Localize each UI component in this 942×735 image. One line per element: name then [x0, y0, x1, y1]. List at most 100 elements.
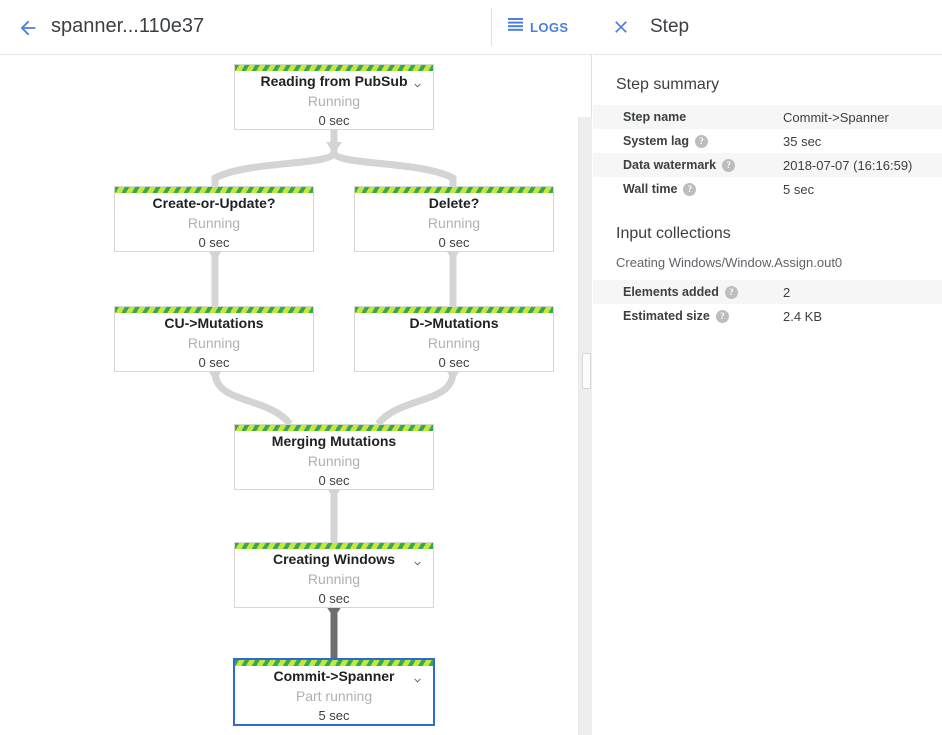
node-status-stripe [355, 187, 553, 193]
table-row: Step name Commit->Spanner [593, 105, 942, 129]
input-collections-heading: Input collections [616, 225, 731, 242]
job-graph-header: spanner...110e37 LOGS [0, 0, 592, 55]
table-row: Estimated size?2.4 KB [593, 304, 942, 328]
node-elapsed-time: 0 sec [318, 473, 350, 488]
graph-vertical-scrollbar[interactable] [578, 117, 592, 735]
node-title: Reading from PubSub [260, 73, 408, 89]
table-row: Data watermark?2018-07-07 (16:16:59) [593, 153, 942, 177]
node-status: Running [187, 215, 241, 231]
node-status-stripe [235, 543, 433, 549]
row-key-label: Elements added [623, 285, 719, 299]
step-summary-heading: Step summary [616, 76, 720, 93]
chevron-down-icon[interactable] [409, 672, 425, 688]
node-status: Running [307, 571, 361, 587]
node-status: Part running [295, 688, 373, 704]
node-elapsed-time: 0 sec [438, 355, 470, 370]
node-title: D->Mutations [409, 315, 499, 331]
step-panel-title: Step [650, 16, 690, 37]
row-key-label: Wall time [623, 182, 678, 196]
section-spacer [593, 201, 942, 223]
node-title: CU->Mutations [164, 315, 264, 331]
node-status: Running [307, 93, 361, 109]
row-key: System lag? [623, 134, 783, 148]
help-icon[interactable]: ? [695, 134, 709, 148]
node-status: Running [307, 453, 361, 469]
node-elapsed-time: 0 sec [318, 591, 350, 606]
help-icon[interactable]: ? [724, 285, 738, 299]
page-title: spanner...110e37 [51, 15, 205, 37]
row-value: 2.4 KB [783, 308, 823, 324]
chevron-down-icon[interactable] [409, 555, 425, 571]
node-elapsed-time: 0 sec [198, 355, 230, 370]
table-row: Elements added?2 [593, 280, 942, 304]
row-key: Estimated size? [623, 309, 783, 323]
logs-button-label: LOGS [530, 19, 569, 35]
header-divider [491, 8, 492, 46]
job-graph-pane: spanner...110e37 LOGS [0, 0, 592, 735]
row-key-label: System lag [623, 134, 690, 148]
row-value: 2018-07-07 (16:16:59) [783, 157, 913, 173]
row-value: Commit->Spanner [783, 109, 889, 125]
help-icon[interactable]: ? [715, 309, 729, 323]
node-status: Running [427, 215, 481, 231]
node-elapsed-time: 0 sec [198, 235, 230, 250]
node-title: Commit->Spanner [273, 668, 395, 684]
table-row: Wall time?5 sec [593, 177, 942, 201]
logs-icon [508, 18, 523, 36]
row-key-label: Step name [623, 110, 687, 124]
node-elapsed-time: 0 sec [318, 113, 350, 128]
help-icon[interactable]: ? [683, 182, 697, 196]
row-key-label: Data watermark [623, 158, 717, 172]
step-details-pane: Step Step summary Step name Commit->Spann… [593, 0, 942, 735]
node-status-stripe [235, 660, 433, 666]
back-arrow-icon[interactable] [12, 12, 44, 44]
table-row: System lag?35 sec [593, 129, 942, 153]
graph-node-create-or-update[interactable]: Create-or-Update? Running 0 sec [114, 186, 314, 252]
chevron-down-icon[interactable] [409, 77, 425, 93]
row-key: Elements added? [623, 285, 783, 299]
node-elapsed-time: 5 sec [318, 708, 350, 723]
row-value: 35 sec [783, 133, 822, 149]
node-status-stripe [235, 425, 433, 431]
close-icon[interactable] [606, 12, 636, 42]
node-status-stripe [115, 307, 313, 313]
help-icon[interactable]: ? [722, 158, 736, 172]
row-key-label: Estimated size [623, 309, 710, 323]
row-key: Step name [623, 110, 783, 124]
input-collection-name: Creating Windows/Window.Assign.out0 [616, 255, 843, 270]
row-key: Data watermark? [623, 158, 783, 172]
node-status: Running [187, 335, 241, 351]
logs-button[interactable]: LOGS [508, 13, 568, 41]
row-key: Wall time? [623, 182, 783, 196]
node-title: Create-or-Update? [152, 195, 276, 211]
node-body: Create-or-Update? Running 0 sec [115, 193, 313, 251]
node-status: Running [427, 335, 481, 351]
node-status-stripe [235, 65, 433, 71]
step-panel-header: Step [593, 0, 942, 55]
node-title: Delete? [428, 195, 480, 211]
graph-edges [208, 130, 460, 658]
row-value: 2 [783, 284, 791, 300]
scrollbar-thumb[interactable] [582, 353, 591, 389]
node-title: Merging Mutations [271, 433, 397, 449]
node-title: Creating Windows [273, 551, 395, 567]
